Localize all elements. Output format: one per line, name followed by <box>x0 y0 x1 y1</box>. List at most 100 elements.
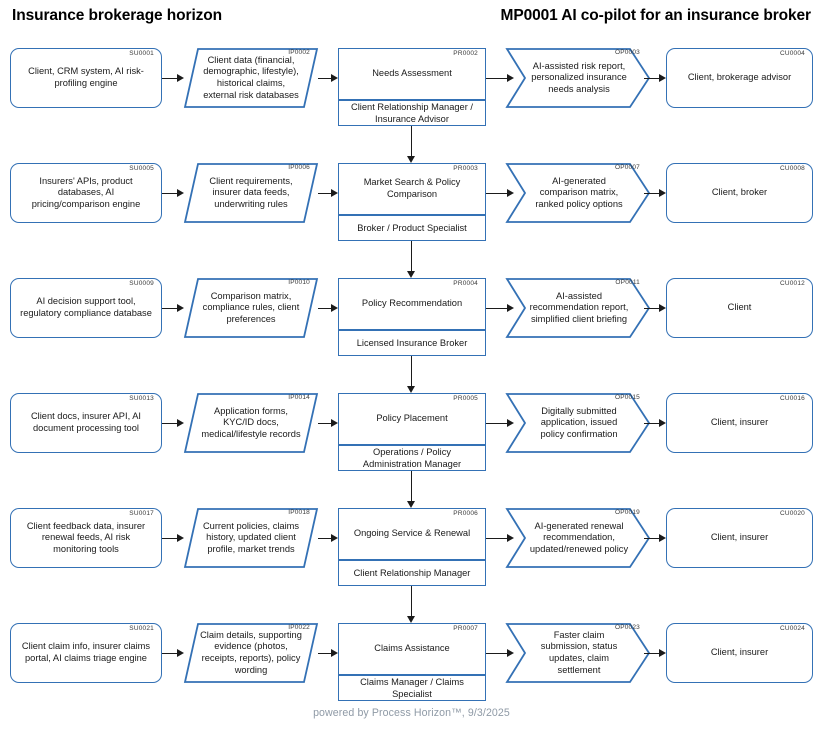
arrow-head <box>331 73 338 82</box>
process-name: Market Search & Policy Comparison <box>339 164 485 216</box>
supplier-code: SU0005 <box>129 165 154 172</box>
customer-text: Client, insurer <box>710 532 769 543</box>
arrow-head <box>177 648 184 657</box>
parallelogram-shape <box>183 163 319 223</box>
arrow-line <box>644 537 659 539</box>
arrow-head <box>177 188 184 197</box>
arrow-process-to-output <box>486 303 514 312</box>
arrow-head <box>507 648 514 657</box>
chevron-shape <box>505 48 651 108</box>
page-title: Insurance brokerage horizon <box>12 7 223 24</box>
arrow-line <box>318 652 331 654</box>
chevron-shape <box>505 508 651 568</box>
input-text: Client data (financial, demographic, lif… <box>203 54 299 100</box>
arrow-supplier-to-input <box>162 648 184 657</box>
connector-arrowhead <box>407 156 416 163</box>
process-code: PR0004 <box>453 280 478 287</box>
customer-text: Client, broker <box>711 187 768 198</box>
arrow-output-to-customer <box>644 73 666 82</box>
arrow-head <box>177 533 184 542</box>
customer-text: Client, brokerage advisor <box>687 72 792 83</box>
arrow-line <box>318 307 331 309</box>
arrow-process-to-output <box>486 533 514 542</box>
input-text: Application forms, KYC/ID docs, medical/… <box>201 405 301 439</box>
connector-line <box>411 471 413 501</box>
input-code: IP0010 <box>288 279 310 286</box>
arrow-line <box>162 192 177 194</box>
arrow-head <box>331 533 338 542</box>
output-code: OP0023 <box>614 624 640 631</box>
arrow-line <box>162 537 177 539</box>
process-name: Claims Assistance <box>339 624 485 676</box>
customer-code: CU0008 <box>779 165 805 172</box>
input-text: Client requirements, insurer data feeds,… <box>209 175 293 209</box>
arrow-head <box>331 188 338 197</box>
arrow-process-to-output <box>486 418 514 427</box>
supplier-text: Client docs, insurer API, AI document pr… <box>30 411 142 433</box>
process-code: PR0005 <box>453 395 478 402</box>
arrow-supplier-to-input <box>162 418 184 427</box>
supplier-code: SU0017 <box>129 510 154 517</box>
arrow-head <box>507 303 514 312</box>
process-role: Operations / Policy Administration Manag… <box>362 447 462 469</box>
customer-code: CU0004 <box>779 50 805 57</box>
output-text: AI-generated comparison matrix, ranked p… <box>535 175 623 209</box>
arrow-line <box>162 307 177 309</box>
process-role: Broker / Product Specialist <box>357 223 467 234</box>
arrow-head <box>331 418 338 427</box>
parallelogram-shape <box>183 48 319 108</box>
connector-arrowhead <box>407 271 416 278</box>
process-flow-connector <box>407 586 416 623</box>
arrow-head <box>331 303 338 312</box>
arrow-line <box>644 307 659 309</box>
output-code: OP0019 <box>614 509 640 516</box>
process-role: Licensed Insurance Broker <box>356 338 468 349</box>
arrow-line <box>486 77 507 79</box>
arrow-input-to-process <box>318 533 338 542</box>
connector-line <box>411 126 413 156</box>
arrow-head <box>177 418 184 427</box>
process-code: PR0002 <box>453 50 478 57</box>
arrow-head <box>507 188 514 197</box>
process-map-title: MP0001 AI co-pilot for an insurance brok… <box>500 7 812 24</box>
arrow-head <box>659 188 666 197</box>
input-code: IP0018 <box>288 509 310 516</box>
chevron-shape <box>505 163 651 223</box>
arrow-input-to-process <box>318 303 338 312</box>
arrow-head <box>659 73 666 82</box>
